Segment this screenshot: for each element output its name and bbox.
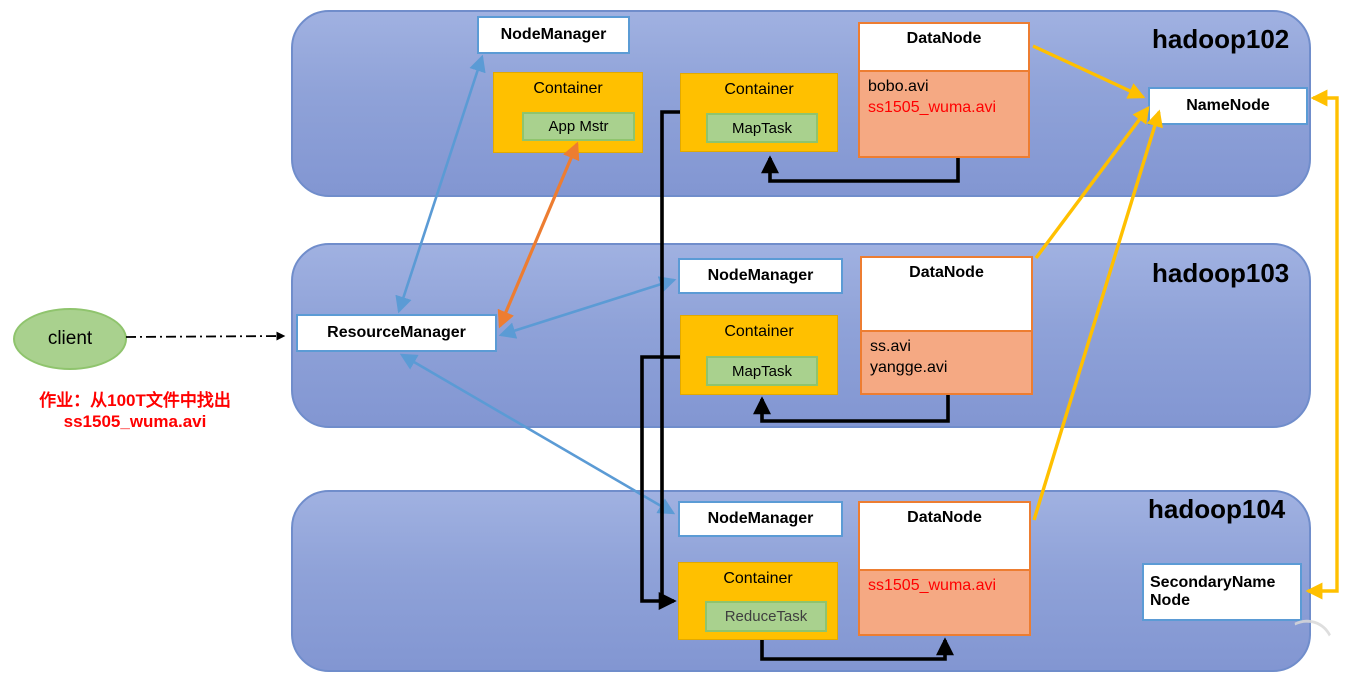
secondary-namenode-label: SecondaryNameNode [1150, 573, 1276, 609]
arrow-namenode-secondarynamenode [1305, 89, 1339, 600]
file-item: yangge.avi [870, 358, 948, 376]
datanode-104-title: DataNode [907, 509, 982, 526]
nodemanager-103-label: NodeManager [707, 266, 814, 284]
reducetask-box: ReduceTask [705, 601, 827, 632]
file-item-highlighted: ss1505_wuma.avi [868, 98, 997, 116]
nodemanager-104-label: NodeManager [707, 509, 814, 527]
appmstr-label: App Mstr [548, 118, 609, 135]
secondary-namenode-box: SecondaryNameNode [1142, 563, 1302, 621]
client-label: client [47, 328, 93, 349]
maptask-103-label: MapTask [731, 362, 793, 380]
panel-title-hadoop103: hadoop103 [1152, 258, 1290, 288]
maptask-103-box: MapTask [706, 356, 818, 386]
nodemanager-103-box: NodeManager [678, 258, 843, 294]
file-item: ss.avi [870, 338, 911, 355]
datanode-104-files: ss1505_wuma.avi [858, 569, 1031, 636]
datanode-104-box: DataNode ss1505_wuma.avi [858, 501, 1031, 636]
client-node: client [13, 308, 127, 370]
nodemanager-102-box: NodeManager [477, 16, 630, 54]
file-item-highlighted: ss1505_wuma.avi [868, 577, 997, 594]
container-maptask-102-label: Container [724, 81, 794, 98]
container-appmstr-label: Container [533, 80, 603, 97]
datanode-103-files: ss.avi yangge.avi [860, 330, 1033, 395]
appmstr-box: App Mstr [522, 112, 635, 141]
datanode-102-files: bobo.avi ss1505_wuma.avi [858, 70, 1030, 158]
resourcemanager-label: ResourceManager [327, 323, 466, 341]
reducetask-label: ReduceTask [724, 608, 808, 625]
datanode-103-box: DataNode ss.avi yangge.avi [860, 256, 1033, 395]
job-note: 作业：从100T文件中找出 ss1505_wuma.avi [10, 390, 260, 433]
datanode-102-box: DataNode bobo.avi ss1505_wuma.avi [858, 22, 1030, 158]
panel-title-hadoop102: hadoop102 [1152, 24, 1290, 54]
file-item: bobo.avi [868, 78, 929, 95]
arrow-client-to-resourcemanager [125, 331, 286, 341]
nodemanager-104-box: NodeManager [678, 501, 843, 537]
container-reducetask-label: Container [723, 570, 793, 587]
nodemanager-102-label: NodeManager [500, 25, 607, 43]
datanode-103-title: DataNode [909, 264, 984, 281]
job-note-line1: 作业：从100T文件中找出 [39, 391, 231, 410]
resourcemanager-box: ResourceManager [296, 314, 497, 352]
maptask-102-box: MapTask [706, 113, 818, 143]
job-note-line2: ss1505_wuma.avi [63, 412, 207, 432]
container-maptask-103-label: Container [724, 323, 794, 340]
datanode-102-title: DataNode [906, 30, 982, 47]
namenode-box: NameNode [1148, 87, 1308, 125]
maptask-102-label: MapTask [731, 119, 793, 137]
panel-title-hadoop104: hadoop104 [1148, 494, 1286, 524]
namenode-label: NameNode [1186, 96, 1270, 114]
